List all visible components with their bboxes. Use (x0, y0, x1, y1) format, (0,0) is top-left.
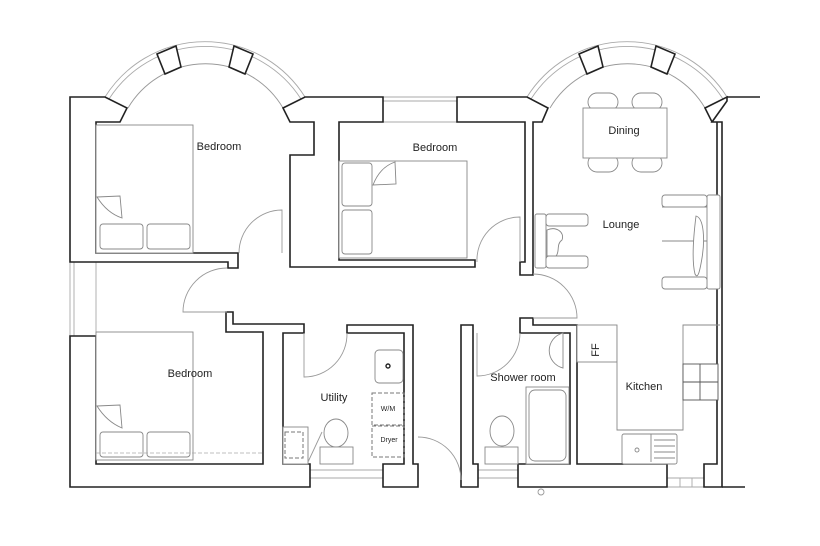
wall-utility-right (346, 324, 419, 488)
doorbell-icon (537, 488, 545, 496)
room-label-bedroom-2: Bedroom (413, 142, 458, 154)
walls (69, 95, 760, 488)
kitchen-units (576, 324, 720, 465)
bed-bedroom-1 (95, 124, 194, 254)
room-label-lounge: Lounge (603, 219, 640, 231)
dryer (371, 425, 405, 458)
armchair (534, 213, 589, 269)
label-dryer: Dryer (380, 437, 398, 444)
door-bedroom-3 (182, 267, 228, 313)
wall-bedroom-3-utility (69, 311, 311, 488)
room-label-dining: Dining (608, 125, 639, 137)
label-washing-machine: W/M (381, 406, 396, 413)
door-shower-room (476, 332, 521, 377)
door-utility (303, 332, 348, 378)
utility-fixtures (282, 349, 405, 465)
washing-machine (371, 392, 405, 426)
room-label-bedroom-1: Bedroom (197, 141, 242, 153)
bed-bedroom-3 (95, 331, 263, 461)
wall-shower-left (460, 324, 479, 488)
wall-between-bedrooms (281, 96, 476, 268)
bay-window-bedroom (104, 41, 306, 109)
dining-table (582, 92, 668, 173)
door-bedroom-1 (238, 209, 283, 254)
door-bedroom-2 (476, 216, 521, 263)
label-fridge-freezer: FF (590, 343, 602, 357)
room-label-shower-room: Shower room (490, 372, 555, 384)
shower-room-fixtures (484, 332, 570, 465)
bay-window-lounge (526, 41, 728, 109)
door-lounge (532, 273, 578, 319)
door-front (417, 436, 462, 481)
room-label-utility: Utility (321, 392, 348, 404)
bed-bedroom-2 (338, 160, 468, 259)
room-label-bedroom-3: Bedroom (168, 368, 213, 380)
wall-bedroom-2-lounge (456, 96, 550, 276)
doors (182, 209, 578, 496)
wall-stubs (722, 96, 760, 488)
windows (69, 96, 704, 488)
wall-lounge-right (703, 95, 728, 488)
sofa (661, 194, 721, 290)
wall-shower-kitchen (517, 317, 668, 488)
room-label-kitchen: Kitchen (626, 381, 663, 393)
